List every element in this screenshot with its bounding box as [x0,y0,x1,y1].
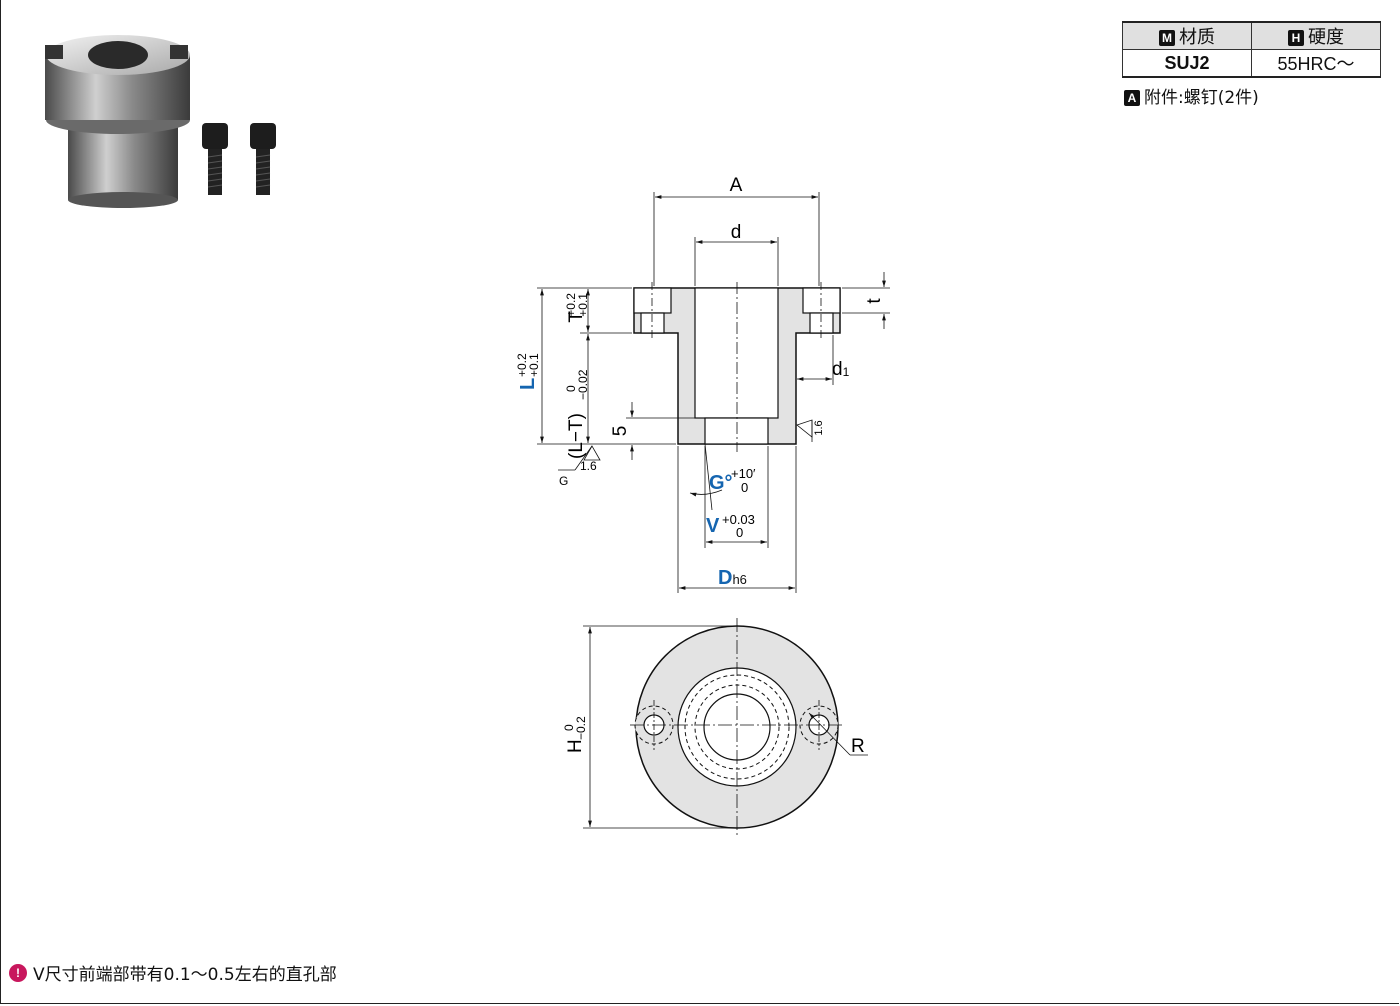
material-icon: M [1159,30,1175,46]
dim-T [580,287,632,334]
dim-H [583,625,735,829]
dim-H-label: H 0 −0.2 [562,716,588,753]
svg-text:+0.1: +0.1 [527,353,541,377]
dim-v [704,446,769,548]
svg-text:+0.2: +0.2 [515,353,529,377]
svg-text:−0.02: −0.02 [576,369,590,400]
svg-text:0: 0 [736,525,743,540]
dim-a [653,192,820,286]
dim-T-label: T +0.2 +0.1 [564,293,590,323]
bottom-note: ! V尺寸前端部带有0.1～0.5左右的直孔部 [9,960,337,985]
dim-LT-label: (L−T) 0 −0.02 [564,369,590,459]
screw-hole-left [640,312,665,334]
dim-L [537,287,580,445]
accessory-icon: A [1124,90,1140,106]
dim-g-angle [689,443,723,511]
svg-text:G°: G° [709,472,733,494]
accessory-text: 附件:螺钉(2件) [1144,88,1259,108]
dim-L-label: L +0.2 +0.1 [515,353,541,390]
dim-t-label: t [864,298,885,304]
counterbore-right [802,287,841,314]
top-view [630,618,845,836]
svg-text:0: 0 [741,480,748,495]
roughness-bottom-value: 1.6 [580,459,597,473]
material-value: SUJ2 [1122,49,1252,78]
svg-text:H: H [565,739,586,753]
dim-5 [626,402,704,460]
counterbore-left [633,287,672,314]
dim-a-label: A [730,175,743,196]
bore-v [704,417,769,445]
dim-d1 [795,335,834,385]
hardness-icon: H [1288,30,1304,46]
roughness-bottom-symbol [558,445,601,471]
roughness-side-value: 1.6 [813,420,825,435]
bushing-image [45,35,190,208]
svg-text:L: L [517,378,539,390]
material-header-label: 材质 [1179,27,1215,48]
product-photo [45,35,276,208]
dim-R-label: R [851,736,865,757]
svg-text:−0.2: −0.2 [574,716,588,740]
dim-R [808,712,868,756]
screw-images [202,123,276,195]
svg-text:V: V [706,515,720,537]
roughness-side-symbol [796,419,813,442]
svg-text:+10′: +10′ [731,466,756,481]
dim-d1-label: d1 [832,359,850,380]
dim-t [842,272,890,329]
svg-text:0: 0 [564,385,578,392]
section-view [633,282,841,452]
dim-v-label: V +0.03 0 [706,512,755,540]
svg-text:+0.1: +0.1 [576,293,590,317]
dim-d [694,237,779,286]
dim-D [677,446,797,593]
screw-hole-right [809,312,834,334]
svg-text:T: T [566,311,587,323]
bottom-note-text: V尺寸前端部带有0.1～0.5左右的直孔部 [33,965,337,985]
hardness-value: 55HRC～ [1251,49,1381,78]
dim-5-label: 5 [610,426,631,437]
roughness-bottom-label: G [559,474,568,488]
exclamation-icon: ! [9,963,27,982]
dim-LT [580,334,676,445]
dim-d-label: d [731,222,742,243]
svg-text:+0.2: +0.2 [564,293,578,317]
svg-text:+0.03: +0.03 [722,512,755,527]
dim-g-label: G° +10′ 0 [709,466,756,495]
dim-D-label: Dh6 [718,567,747,589]
bore-d [694,287,779,419]
hardness-header-label: 硬度 [1308,27,1344,48]
svg-text:0: 0 [562,724,576,731]
svg-text:(L−T): (L−T) [566,413,587,459]
